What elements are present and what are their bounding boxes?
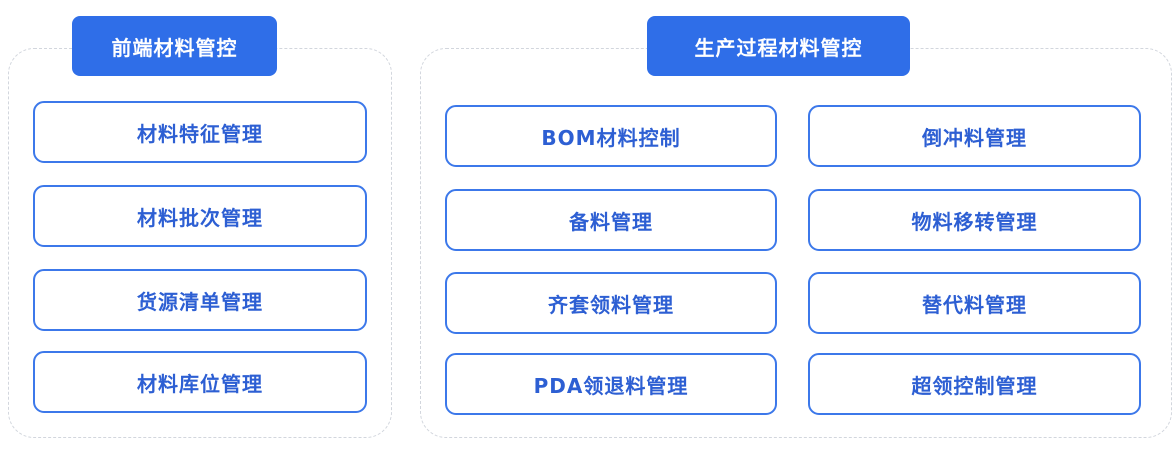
- material-batch-management-button[interactable]: 材料批次管理: [33, 185, 367, 247]
- material-feature-management-button[interactable]: 材料特征管理: [33, 101, 367, 163]
- group-title-production-process: 生产过程材料管控: [647, 16, 910, 76]
- source-list-management-button[interactable]: 货源清单管理: [33, 269, 367, 331]
- material-preparation-management-button[interactable]: 备料管理: [445, 189, 777, 251]
- kit-picking-management-button[interactable]: 齐套领料管理: [445, 272, 777, 334]
- bom-material-control-button[interactable]: BOM材料控制: [445, 105, 777, 167]
- group-title-front-end: 前端材料管控: [72, 16, 277, 76]
- material-transfer-management-button[interactable]: 物料移转管理: [808, 189, 1141, 251]
- material-storage-location-management-button[interactable]: 材料库位管理: [33, 351, 367, 413]
- backflush-management-button[interactable]: 倒冲料管理: [808, 105, 1141, 167]
- production-process-material-control-group: 生产过程材料管控 BOM材料控制 倒冲料管理 备料管理 物料移转管理 齐套领料管…: [420, 16, 1172, 438]
- over-picking-control-management-button[interactable]: 超领控制管理: [808, 353, 1141, 415]
- pda-picking-return-management-button[interactable]: PDA领退料管理: [445, 353, 777, 415]
- front-end-material-control-group: 前端材料管控 材料特征管理 材料批次管理 货源清单管理 材料库位管理: [8, 16, 392, 438]
- substitute-material-management-button[interactable]: 替代料管理: [808, 272, 1141, 334]
